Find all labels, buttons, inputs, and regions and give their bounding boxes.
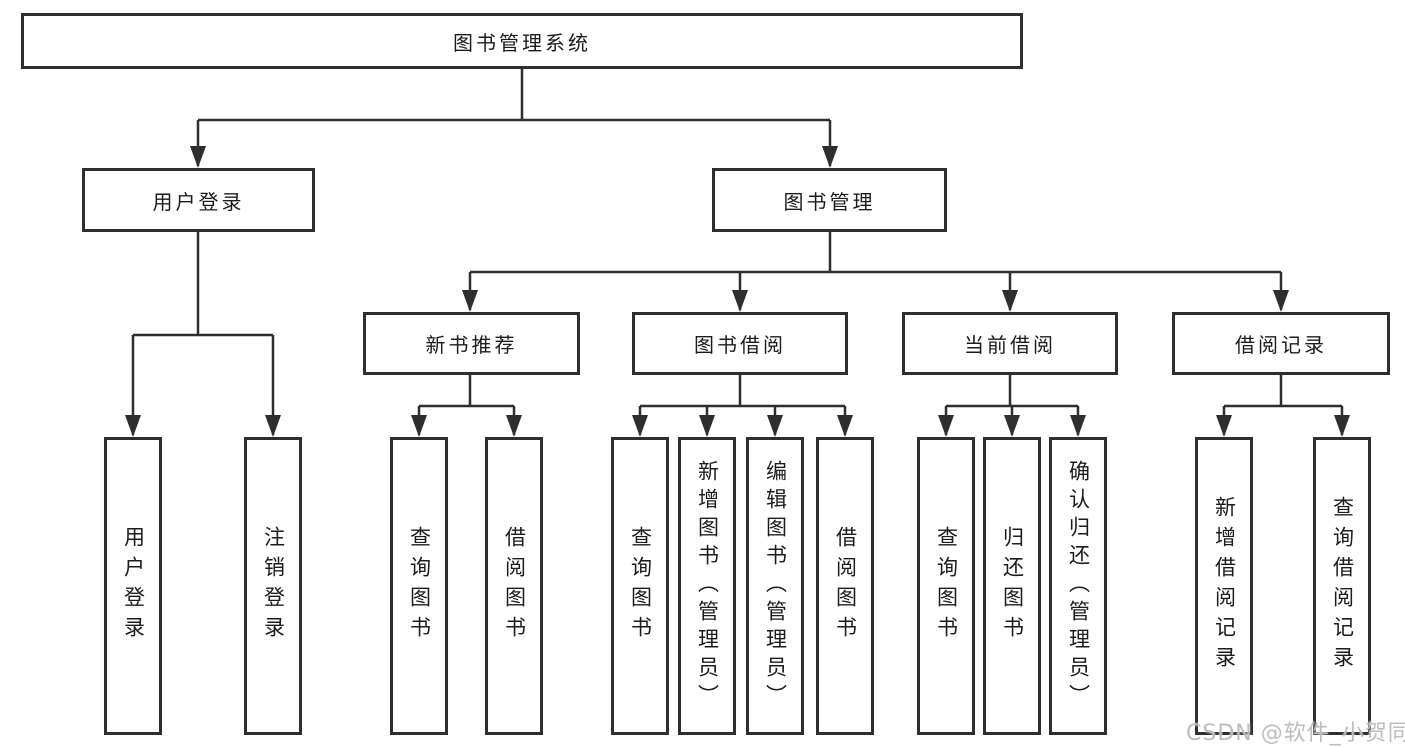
leaf-label: 注销登录	[261, 526, 286, 646]
node-label: 当前借阅	[964, 333, 1056, 357]
leaf-query-books-recommend: 查询图书	[390, 437, 448, 735]
leaf-edit-book-admin: 编辑图书（管理员）	[746, 437, 804, 735]
node-label: 新书推荐	[425, 333, 518, 357]
leaf-label: 新增借阅记录	[1212, 496, 1237, 676]
leaf-return-book: 归还图书	[983, 437, 1041, 735]
node-label: 图书管理	[783, 189, 876, 214]
leaf-label: 新增图书（管理员）	[695, 460, 720, 712]
leaf-label: 用户登录	[121, 526, 146, 646]
leaf-query-books-current: 查询图书	[917, 437, 975, 735]
leaf-logout: 注销登录	[244, 437, 302, 735]
node-label: 图书借阅	[694, 333, 786, 357]
leaf-borrow-books-recommend: 借阅图书	[485, 437, 543, 735]
leaf-label: 查询图书	[934, 526, 959, 646]
leaf-label: 借阅图书	[833, 526, 858, 646]
node-new-book-recommendation: 新书推荐	[363, 312, 580, 375]
node-label: 用户登录	[152, 189, 245, 214]
arrowheads	[125, 146, 1350, 437]
leaf-add-borrow-record: 新增借阅记录	[1195, 437, 1253, 735]
leaf-label: 查询图书	[628, 526, 653, 646]
leaf-label: 确认归还（管理员）	[1066, 460, 1091, 712]
leaf-user-login: 用户登录	[104, 437, 162, 735]
node-label: 图书管理系统	[453, 30, 591, 55]
node-borrowing-records: 借阅记录	[1172, 312, 1390, 375]
node-current-borrowing: 当前借阅	[902, 312, 1118, 375]
node-user-login: 用户登录	[82, 168, 315, 232]
watermark: CSDN @软件_小贺同学	[1186, 721, 1405, 746]
leaf-label: 编辑图书（管理员）	[763, 460, 788, 712]
leaf-label: 查询借阅记录	[1330, 496, 1355, 676]
leaf-label: 查询图书	[407, 526, 432, 646]
leaf-label: 借阅图书	[502, 526, 527, 646]
node-book-borrowing: 图书借阅	[632, 312, 848, 375]
node-book-management: 图书管理	[712, 168, 947, 232]
leaf-query-books-borrow: 查询图书	[611, 437, 669, 735]
leaf-label: 归还图书	[1000, 526, 1025, 646]
leaf-confirm-return-admin: 确认归还（管理员）	[1049, 437, 1107, 735]
leaf-borrow-books: 借阅图书	[816, 437, 874, 735]
node-label: 借阅记录	[1235, 333, 1327, 357]
leaf-query-borrow-record: 查询借阅记录	[1313, 437, 1371, 735]
node-book-management-system: 图书管理系统	[21, 13, 1023, 69]
leaf-add-book-admin: 新增图书（管理员）	[678, 437, 736, 735]
